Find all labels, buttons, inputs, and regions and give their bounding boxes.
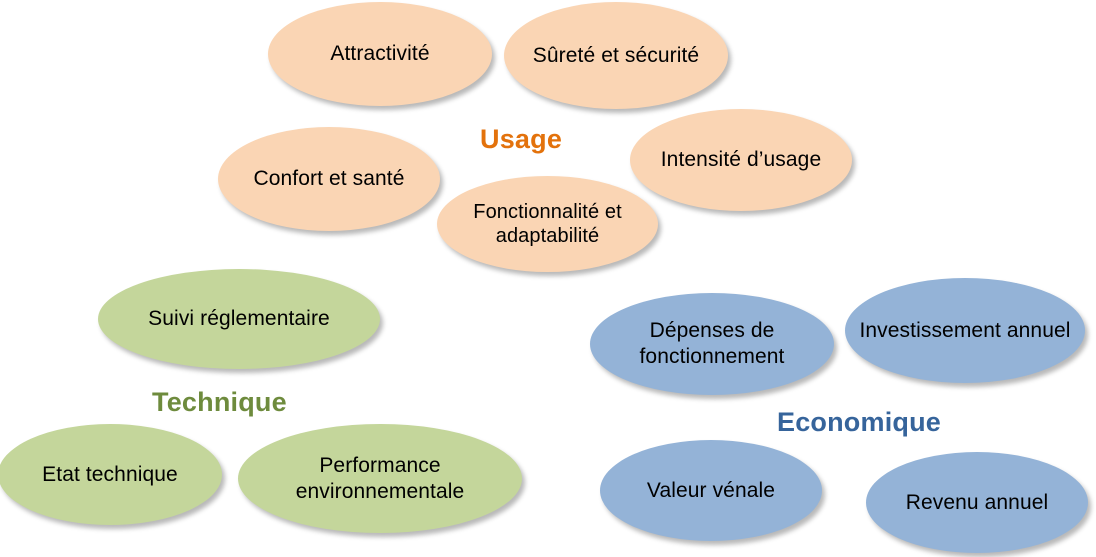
bubble-attractivite[interactable]: Attractivité bbox=[268, 2, 492, 106]
bubble-fonctionnalite-adaptabilite[interactable]: Fonctionnalité et adaptabilité bbox=[437, 176, 658, 272]
bubble-label: Sûreté et sécurité bbox=[532, 43, 700, 67]
bubble-valeur-venale[interactable]: Valeur vénale bbox=[600, 440, 822, 541]
bubble-investissement-annuel[interactable]: Investissement annuel bbox=[845, 278, 1085, 383]
bubble-label: Etat technique bbox=[42, 462, 178, 486]
group-label-technique: Technique bbox=[152, 387, 287, 418]
bubble-intensite-usage[interactable]: Intensité d’usage bbox=[630, 109, 852, 211]
bubble-suivi-reglementaire[interactable]: Suivi réglementaire bbox=[98, 269, 380, 369]
bubble-label: Confort et santé bbox=[253, 167, 405, 191]
bubble-label: Attractivité bbox=[330, 42, 430, 66]
bubble-label: Fonctionnalité et adaptabilité bbox=[473, 200, 622, 247]
bubble-performance-environnementale[interactable]: Performance environnementale bbox=[238, 424, 522, 533]
bubble-label: Dépenses de fonctionnement bbox=[639, 319, 785, 368]
bubble-label: Performance environnementale bbox=[295, 453, 465, 503]
bubble-etat-technique[interactable]: Etat technique bbox=[0, 424, 222, 525]
bubble-label: Revenu annuel bbox=[905, 490, 1049, 514]
group-label-text: Economique bbox=[777, 407, 942, 437]
group-label-usage: Usage bbox=[480, 124, 562, 155]
bubble-label: Suivi réglementaire bbox=[148, 307, 330, 331]
group-label-text: Usage bbox=[480, 124, 563, 154]
bubble-revenu-annuel[interactable]: Revenu annuel bbox=[866, 452, 1088, 553]
group-label-economique: Economique bbox=[777, 407, 941, 438]
bubble-confort-sante[interactable]: Confort et santé bbox=[218, 127, 440, 231]
bubble-label: Investissement annuel bbox=[859, 318, 1071, 342]
bubble-depenses-fonctionnement[interactable]: Dépenses de fonctionnement bbox=[590, 293, 834, 395]
bubble-label: Valeur vénale bbox=[646, 478, 776, 502]
group-label-text: Technique bbox=[152, 387, 287, 417]
bubble-label: Intensité d’usage bbox=[660, 148, 822, 172]
bubble-surete-securite[interactable]: Sûreté et sécurité bbox=[504, 2, 728, 109]
